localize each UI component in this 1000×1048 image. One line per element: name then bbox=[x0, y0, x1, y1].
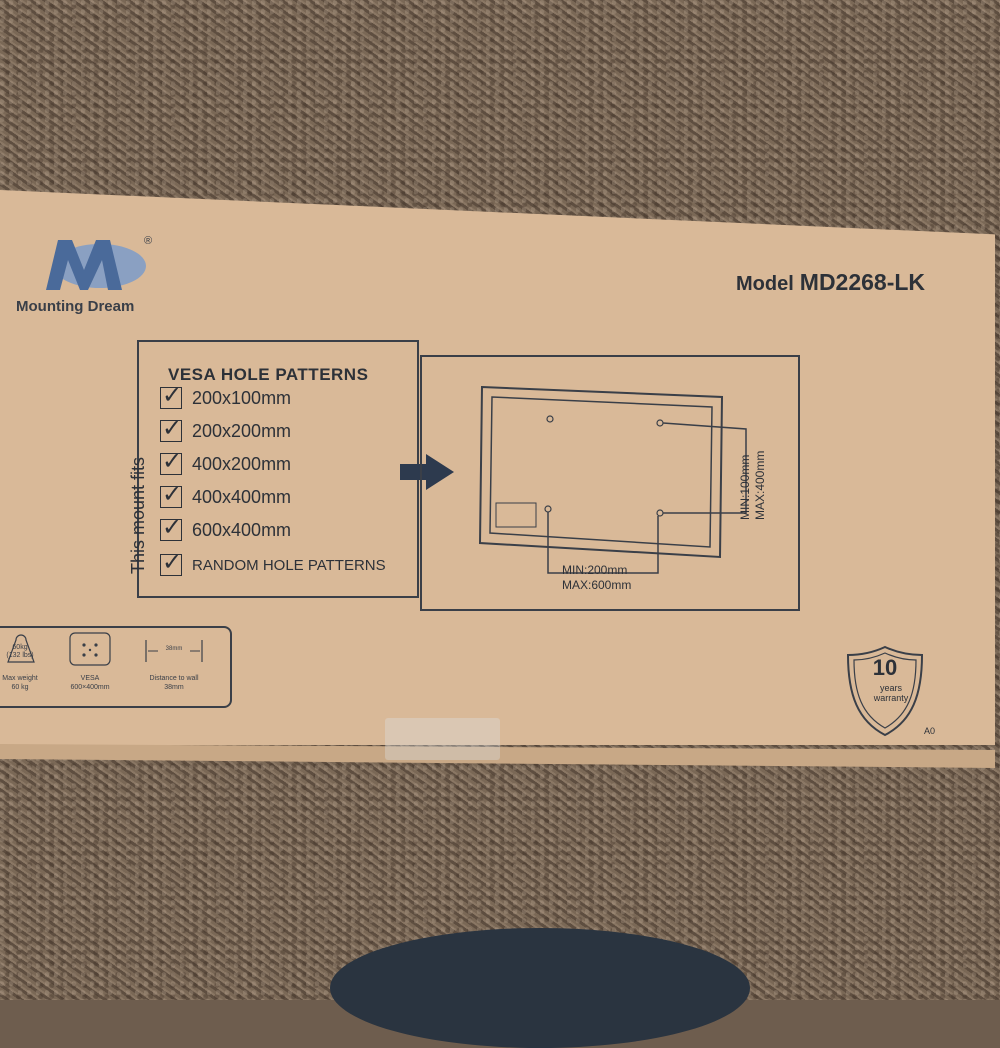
mounting-dream-logo bbox=[46, 240, 146, 290]
model-prefix: Model bbox=[736, 273, 794, 295]
checkbox-checked-icon bbox=[160, 414, 182, 442]
distance-icon-text: 38mm bbox=[165, 646, 183, 652]
model-number: MD2268-LK bbox=[799, 269, 926, 295]
vesa-pattern-row: 600x400mm bbox=[160, 513, 292, 543]
vertical-min-label: MIN:100mm bbox=[738, 454, 752, 520]
mount-fits-label: This mount fits bbox=[128, 456, 148, 574]
distance-icon bbox=[145, 640, 203, 662]
warranty-shield-icon bbox=[846, 645, 924, 737]
horizontal-min-label: MIN:200mm bbox=[562, 563, 628, 577]
specs-panel bbox=[0, 626, 232, 708]
vesa-pattern-label: RANDOM HOLE PATTERNS bbox=[192, 556, 386, 574]
vesa-pattern-label: 400x400mm bbox=[192, 486, 292, 507]
vesa-pattern-label: 200x200mm bbox=[192, 420, 292, 441]
warranty-code: A0 bbox=[924, 726, 936, 736]
shoe bbox=[330, 928, 750, 1048]
warranty-years: 10 bbox=[872, 655, 898, 680]
registered-mark: ® bbox=[144, 235, 153, 247]
brand-name: Mounting Dream bbox=[16, 298, 135, 315]
vesa-pattern-row: 200x100mm bbox=[160, 381, 292, 411]
tv-back-diagram bbox=[478, 385, 747, 574]
vertical-max-label: MAX:400mm bbox=[753, 450, 767, 520]
weight-icon bbox=[7, 634, 35, 663]
weight-icon-text: 60kg (132 lbs) bbox=[6, 644, 34, 659]
diagram-panel bbox=[420, 355, 800, 611]
weight-label: Max weight 60 kg bbox=[2, 675, 38, 691]
vesa-title: VESA HOLE PATTERNS bbox=[168, 365, 369, 384]
packing-tape bbox=[385, 718, 500, 760]
checkbox-checked-icon bbox=[160, 513, 182, 541]
vesa-pattern-row: RANDOM HOLE PATTERNS bbox=[160, 548, 386, 578]
vesa-pattern-row: 400x200mm bbox=[160, 447, 292, 477]
horizontal-max-label: MAX:600mm bbox=[562, 578, 632, 592]
vesa-label: VESA 600×400mm bbox=[70, 675, 110, 691]
checkbox-checked-icon bbox=[160, 381, 182, 409]
vesa-pattern-row: 400x400mm bbox=[160, 480, 292, 510]
vesa-plate-icon bbox=[69, 632, 111, 666]
checkbox-checked-icon bbox=[160, 548, 182, 576]
vesa-pattern-label: 200x100mm bbox=[192, 387, 292, 408]
checkbox-checked-icon bbox=[160, 480, 182, 508]
warranty-text: years warranty bbox=[873, 683, 909, 703]
arrow-right-icon bbox=[400, 454, 454, 490]
vesa-pattern-label: 400x200mm bbox=[192, 453, 292, 474]
distance-label: Distance to wall 38mm bbox=[149, 675, 199, 691]
vesa-pattern-row: 200x200mm bbox=[160, 414, 292, 444]
vesa-pattern-label: 600x400mm bbox=[192, 519, 292, 540]
checkbox-checked-icon bbox=[160, 447, 182, 475]
